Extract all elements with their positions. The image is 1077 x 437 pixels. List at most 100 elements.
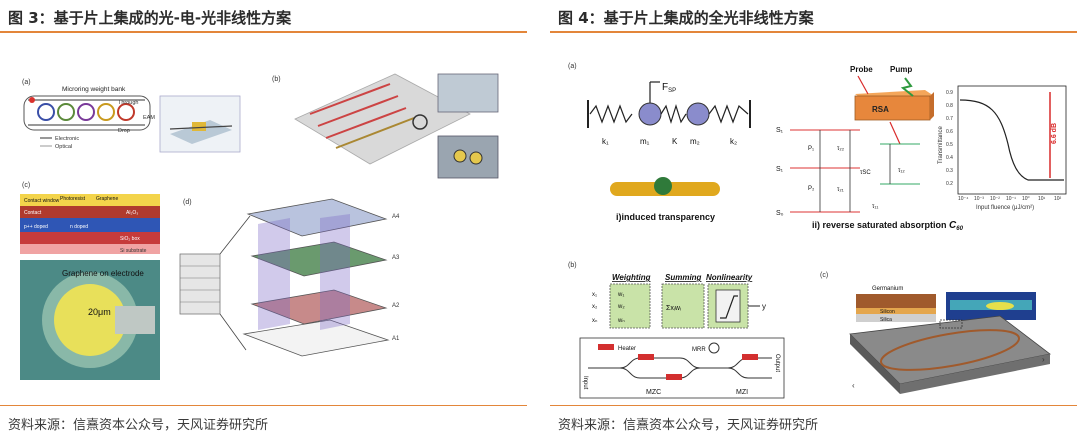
graph-db-label: 6.6 dB bbox=[1051, 123, 1058, 144]
subfigure-4a-tag: (a) bbox=[568, 63, 577, 70]
mass-m2: m₂ bbox=[690, 137, 700, 146]
probe-label: Probe bbox=[850, 65, 873, 74]
y-tick: 0.6 bbox=[946, 129, 953, 135]
spring-k1: k₁ bbox=[602, 137, 609, 146]
heater-label: Heater bbox=[618, 346, 636, 352]
subfigure-4b: (b) Weighting Summing Nonlinearity x₁ x₂… bbox=[568, 262, 785, 399]
drop-label: Drop bbox=[118, 128, 130, 134]
figure-3-title: 图 3：基于片上集成的光-电-光非线性方案 bbox=[8, 9, 292, 27]
mrr-label: MRR bbox=[692, 347, 706, 353]
weight-w1: w₁ bbox=[617, 292, 624, 298]
subfigure-4a: (a) FSP k₁ m₁ K m₂ k₂ i)induced transpar… bbox=[568, 63, 1067, 232]
mzi-label: MZI bbox=[736, 389, 748, 396]
subfigure-3d: (d) A4 A3 A2 A1 bbox=[179, 198, 400, 357]
al2o3-label: Al₂O₃ bbox=[126, 210, 138, 216]
input-x2: x₂ bbox=[592, 304, 598, 310]
weight-w2: w₂ bbox=[617, 304, 625, 310]
p-doped-label: p++ doped bbox=[24, 224, 48, 230]
subfigure-3b-tag: (b) bbox=[272, 76, 281, 83]
weighting-heading: Weighting bbox=[612, 273, 651, 282]
subfigure-3c-tag: (c) bbox=[22, 182, 30, 189]
subfigure-4b-tag: (b) bbox=[568, 262, 577, 269]
graphene-electrode-label: Graphene on electrode bbox=[62, 269, 144, 278]
graphene-label: Graphene bbox=[96, 196, 118, 202]
layer-a1: A1 bbox=[392, 336, 400, 342]
scale-label: 20μm bbox=[88, 307, 111, 317]
figure-4-image: (a) FSP k₁ m₁ K m₂ k₂ i)induced transpar… bbox=[568, 63, 1067, 399]
figure-4-title: 图 4：基于片上集成的全光非线性方案 bbox=[558, 9, 814, 27]
x-tick: 10² bbox=[1054, 196, 1062, 202]
summing-heading: Summing bbox=[665, 273, 702, 282]
figure-3-image: (a) Microring weight bank Through Drop E… bbox=[20, 73, 499, 380]
y-tick: 0.7 bbox=[946, 116, 953, 122]
rate-p1: P₁ bbox=[808, 146, 814, 152]
y-tick: 0.3 bbox=[946, 168, 953, 174]
si-sub-label: Si substrate bbox=[120, 248, 147, 254]
rate-t22: τ₂₂ bbox=[837, 146, 845, 152]
x-tick: 10⁻² bbox=[990, 196, 1000, 202]
graph-y-ticks: 0.9 0.8 0.7 0.6 0.5 0.4 0.3 0.2 bbox=[946, 90, 953, 187]
subfigure-3c: (c) Contact window Photoresist Graphene … bbox=[20, 182, 160, 380]
x-tick: 10⁻³ bbox=[974, 196, 984, 202]
output-label: Output bbox=[774, 354, 780, 372]
footer-rule bbox=[0, 405, 527, 406]
input-xn: xₙ bbox=[592, 318, 598, 324]
figure-4-panel: 图 4：基于片上集成的全光非线性方案 (a) FSP k₁ m₁ K m₂ k₂… bbox=[550, 0, 1077, 437]
input-x1: x₁ bbox=[592, 292, 597, 298]
photoresist-label: Photoresist bbox=[60, 196, 86, 202]
contact-window-label: Contact window bbox=[24, 198, 60, 204]
rate-tsc: τSC bbox=[860, 170, 871, 176]
input-label: Input bbox=[582, 376, 588, 390]
y-tick: 0.4 bbox=[946, 155, 953, 161]
rsa-label: RSA bbox=[872, 105, 889, 114]
legend-optical: Optical bbox=[55, 144, 72, 150]
subfigure-4c-tag: (c) bbox=[820, 272, 828, 279]
graph-x-ticks: 10⁻⁴ 10⁻³ 10⁻² 10⁻¹ 10⁰ 10¹ 10² bbox=[958, 196, 1062, 202]
legend-electronic: Electronic bbox=[55, 136, 79, 142]
rsa-caption: ii) reverse saturated absorption C60 bbox=[812, 220, 964, 232]
x-tick: 10⁰ bbox=[1022, 196, 1030, 202]
nonlinearity-heading: Nonlinearity bbox=[706, 273, 753, 282]
rate-t21: τ₂₁ bbox=[837, 187, 844, 193]
spring-k2: k₂ bbox=[730, 137, 737, 146]
figure-4-source: 资料来源：信熹资本公众号，天风证券研究所 bbox=[558, 418, 819, 433]
y-tick: 0.9 bbox=[946, 90, 953, 96]
subfigure-3a-tag: (a) bbox=[22, 79, 31, 86]
mzc-label: MZC bbox=[646, 389, 661, 396]
rate-p2: P₂ bbox=[808, 186, 815, 192]
x-tick: 10⁻¹ bbox=[1006, 196, 1016, 202]
graph-xlabel: Input fluence (μJ/cm²) bbox=[976, 205, 1034, 211]
x-tick: 10¹ bbox=[1038, 196, 1046, 202]
silica-label: Silica bbox=[880, 317, 892, 323]
level-s1b: S₁ bbox=[776, 166, 784, 173]
chevron-left-icon: ‹ bbox=[852, 381, 855, 390]
mass-m1: m₁ bbox=[640, 137, 650, 146]
sum-label: Σxᵢwᵢ bbox=[666, 305, 681, 312]
subfigure-3b: (b) bbox=[272, 73, 499, 179]
y-tick: 0.5 bbox=[946, 142, 953, 148]
level-s0: S₀ bbox=[776, 210, 784, 217]
y-tick: 0.8 bbox=[946, 103, 953, 109]
output-y: y bbox=[762, 302, 766, 311]
level-s1: S₁ bbox=[776, 127, 784, 134]
germanium-label: Germanium bbox=[872, 286, 903, 292]
title-rule bbox=[0, 31, 527, 33]
silicon-label: Silicon bbox=[880, 309, 895, 315]
chevron-right-icon: › bbox=[1042, 355, 1045, 364]
y-tick: 0.2 bbox=[946, 181, 953, 187]
graph-ylabel: Transmittance bbox=[938, 126, 944, 164]
subfigure-3a: (a) Microring weight bank Through Drop E… bbox=[22, 79, 241, 153]
eam-label: EAM bbox=[143, 115, 155, 121]
weight-wn: wₙ bbox=[617, 318, 625, 324]
subfigure-4c: (c) Germanium Silicon Silica ‹ › bbox=[820, 272, 1051, 394]
bank-label: Microring weight bank bbox=[62, 86, 126, 93]
rate-t12: τ₁₂ bbox=[898, 168, 905, 174]
footer-rule bbox=[550, 405, 1077, 406]
layer-a2: A2 bbox=[392, 303, 400, 309]
through-label: Through bbox=[118, 100, 139, 106]
layer-a4: A4 bbox=[392, 214, 400, 220]
rate-t11: τ₁₁ bbox=[872, 204, 878, 210]
figure-3-panel: 图 3：基于片上集成的光-电-光非线性方案 (a) Microring weig… bbox=[0, 0, 527, 437]
induced-transparency-caption: i)induced transparency bbox=[616, 212, 715, 222]
contact-label: Contact bbox=[24, 210, 42, 216]
